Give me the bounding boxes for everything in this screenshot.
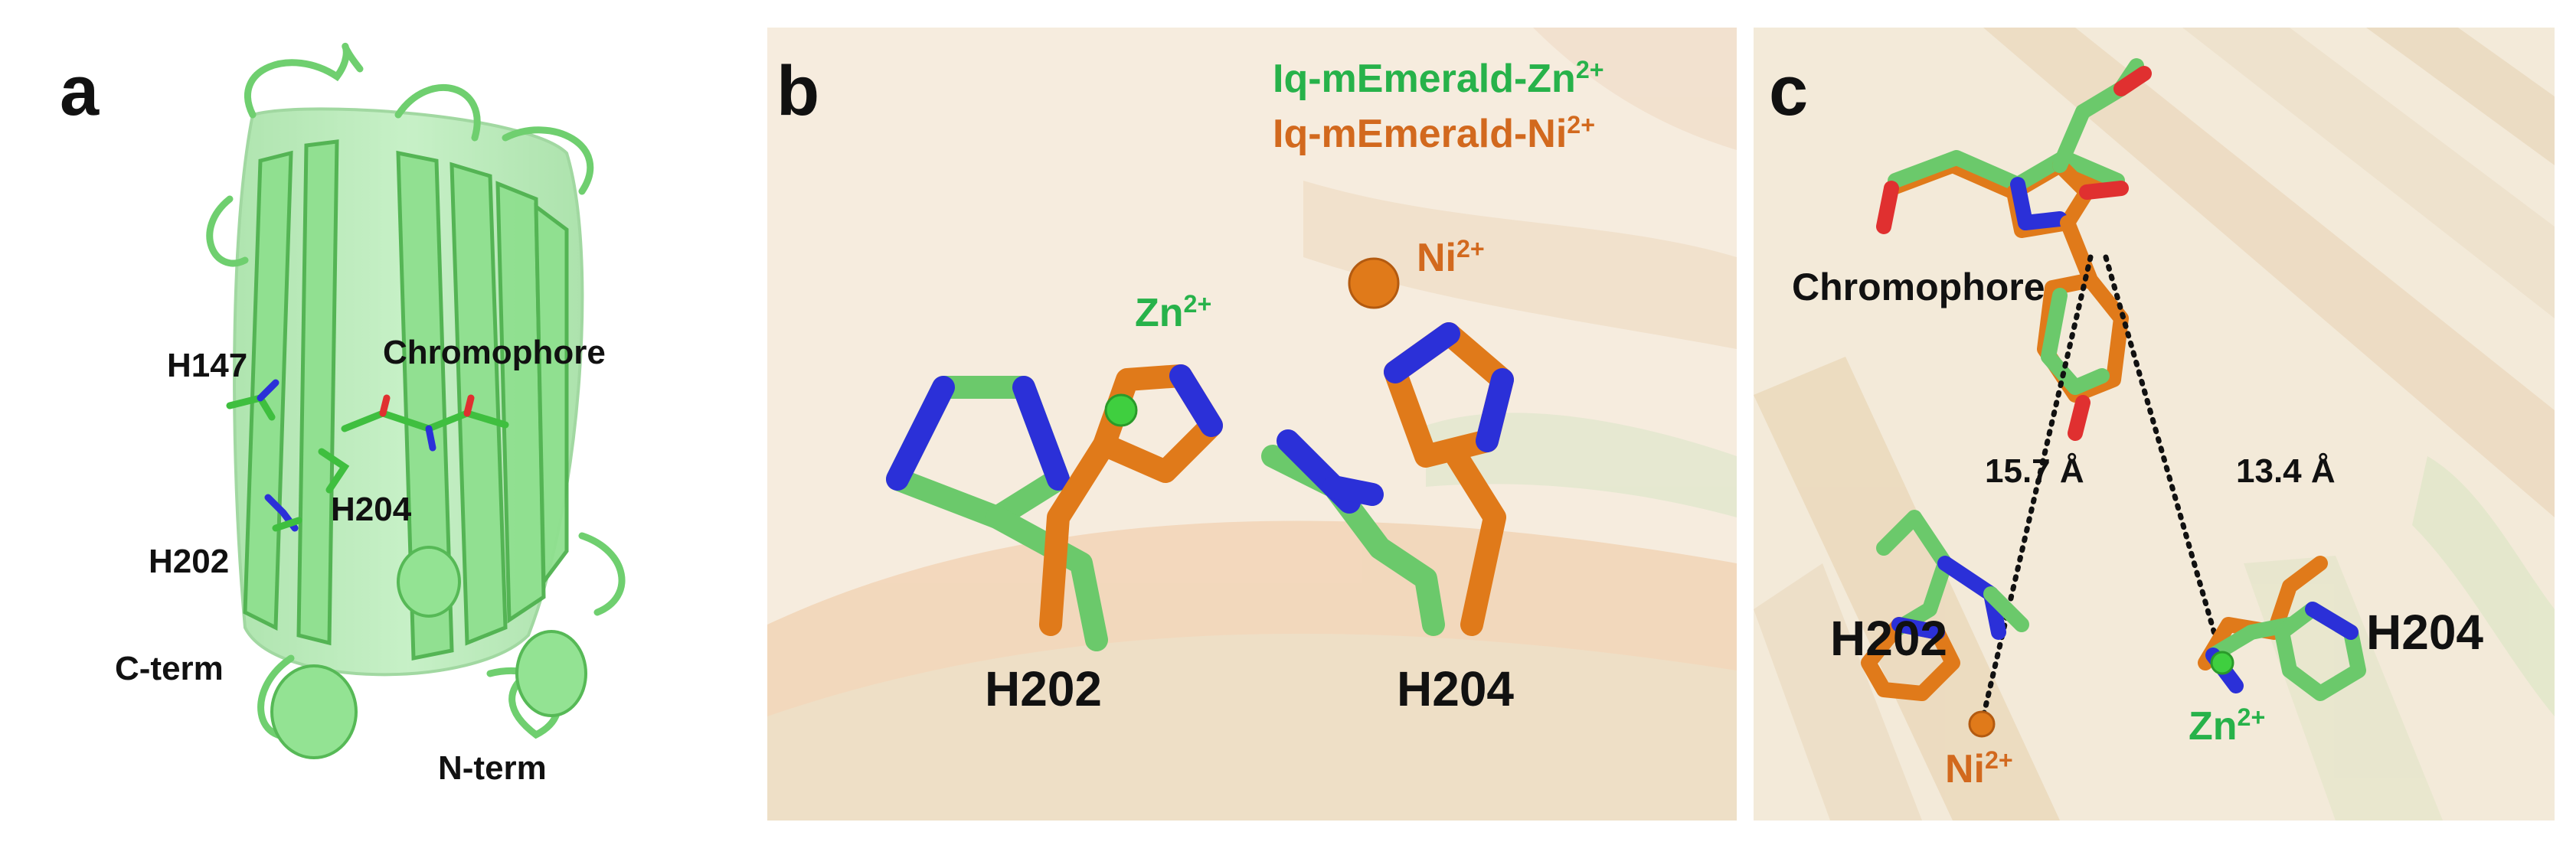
label-h202: H202: [1830, 611, 1947, 666]
helices: [270, 546, 587, 759]
beta-strands: [243, 139, 569, 661]
label-h202: H202: [149, 543, 229, 580]
residue-sticks: [226, 379, 509, 532]
h204-ni-residue: [1384, 322, 1514, 636]
label-h202: H202: [985, 661, 1102, 716]
h202-zn-residue: [886, 376, 1108, 651]
label-h204: H204: [1397, 661, 1514, 716]
background-ribbons: [767, 28, 1737, 821]
panel-c: c Chromophore 15.7 Å 13.4 Å H202 H204 Ni…: [1754, 28, 2555, 821]
label-h204: H204: [2366, 605, 2483, 660]
panel-b: b Iq-mEmerald-Zn2+ Iq-mEmerald-Ni2+ Zn2+…: [767, 28, 1737, 821]
h204-residues: [2198, 556, 2366, 701]
background-strands: [1754, 28, 2555, 821]
panel-b-letter: b: [776, 52, 819, 130]
distance-left: 15.7 Å: [1985, 452, 2084, 490]
distance-lines: [1980, 254, 2224, 719]
panel-c-structure: c Chromophore 15.7 Å 13.4 Å H202 H204 Ni…: [1754, 28, 2555, 821]
zn-ion: [1104, 393, 1138, 427]
label-h147: H147: [167, 347, 247, 384]
ni-ion: [1348, 257, 1400, 309]
ni-ion: [1968, 710, 1996, 738]
panel-a-letter: a: [60, 52, 100, 130]
ni-ion-label: Ni2+: [1417, 235, 1485, 280]
label-n-term: N-term: [438, 749, 547, 787]
label-h204: H204: [331, 491, 412, 528]
zn-ion: [2210, 651, 2234, 675]
distance-right: 13.4 Å: [2236, 452, 2336, 490]
zn-ion-label: Zn2+: [1135, 290, 1211, 335]
ni-ion-label: Ni2+: [1945, 746, 2013, 791]
panel-b-structure: b Iq-mEmerald-Zn2+ Iq-mEmerald-Ni2+ Zn2+…: [767, 28, 1737, 821]
zn-ion-label: Zn2+: [2189, 703, 2265, 749]
label-c-term: C-term: [115, 650, 224, 687]
panel-a-structure: a H147 Chromophore H204 H202 C-term N-te…: [60, 43, 626, 787]
h202-residues: [1861, 510, 2029, 701]
h204-zn-residue: [1261, 429, 1445, 636]
panel-a: a H147 Chromophore H204 H202 C-term N-te…: [0, 0, 766, 845]
label-chromophore: Chromophore: [383, 334, 606, 371]
h202-ni-residue: [1039, 364, 1223, 636]
chromophore-structure: [1876, 58, 2152, 441]
panel-c-letter: c: [1769, 52, 1808, 130]
legend-zn: Iq-mEmerald-Zn2+: [1273, 56, 1604, 101]
legend-ni: Iq-mEmerald-Ni2+: [1273, 111, 1595, 156]
label-chromophore: Chromophore: [1792, 266, 2045, 308]
